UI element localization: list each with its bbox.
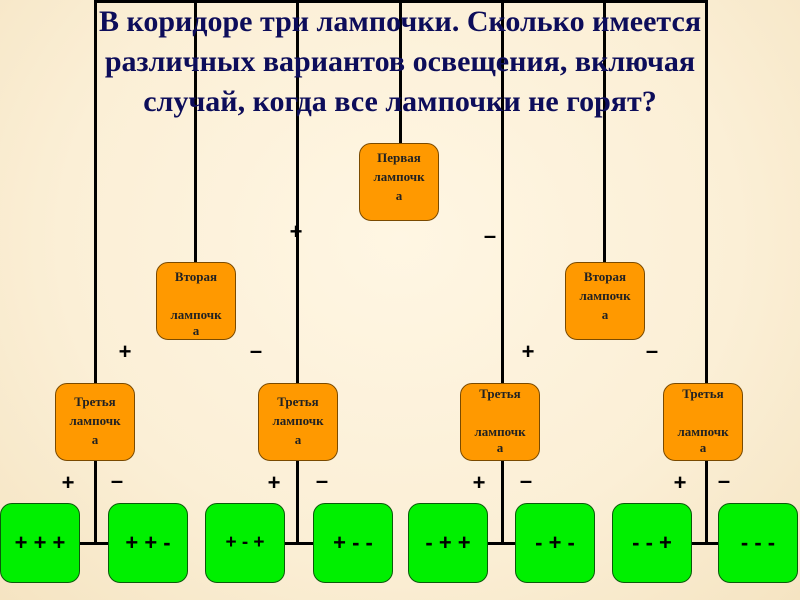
minus-sign: –: [519, 468, 533, 493]
node-label: Первая: [377, 150, 421, 165]
node-label: а: [91, 432, 99, 447]
node-first-bulb: Первая лампочк а: [359, 143, 439, 221]
leaf-connector: [283, 542, 315, 545]
node-label: а: [496, 440, 504, 455]
node-label: лампочк: [677, 424, 729, 439]
branch-line: [603, 0, 606, 264]
node-label: лампочк: [272, 413, 324, 428]
node-label: а: [601, 307, 609, 322]
plus-sign: +: [267, 470, 281, 495]
minus-sign: –: [315, 468, 329, 493]
outcome-box: + + +: [0, 503, 80, 583]
node-label: Вторая: [583, 269, 627, 284]
node-label: лампочк: [170, 307, 222, 322]
node-third-bulb-1: Третья лампочк а: [55, 383, 135, 461]
node-label: лампочк: [474, 424, 526, 439]
node-third-bulb-3: Третья лампочк а: [460, 383, 540, 461]
outcome-box: + - -: [313, 503, 393, 583]
plus-sign: +: [673, 470, 687, 495]
branch-line: [501, 0, 504, 545]
slide-title: В коридоре три лампочки. Сколько имеется…: [0, 2, 800, 122]
outcome-box: - + +: [408, 503, 488, 583]
minus-sign: –: [249, 338, 263, 363]
branch-line: [296, 0, 299, 545]
branch-line: [94, 0, 97, 545]
title-line-3: случай, когда все лампочки не горят?: [143, 85, 657, 118]
node-label: лампочк: [69, 413, 121, 428]
node-label: а: [192, 323, 200, 338]
branch-line: [194, 0, 197, 264]
node-label: лампочк: [373, 169, 425, 184]
leaf-connector: [486, 542, 518, 545]
outcome-box: - - +: [612, 503, 692, 583]
outcome-box: + - +: [205, 503, 285, 583]
node-label: Третья: [479, 386, 521, 401]
node-label: Третья: [682, 386, 724, 401]
node-second-bulb-right: Вторая лампочк а: [565, 262, 645, 340]
plus-sign: +: [289, 219, 303, 244]
branch-line: [705, 0, 708, 545]
plus-sign: +: [521, 339, 535, 364]
outcome-box: + + -: [108, 503, 188, 583]
node-third-bulb-2: Третья лампочк а: [258, 383, 338, 461]
minus-sign: –: [483, 223, 497, 248]
title-line-2: различных вариантов освещения, включая: [104, 45, 696, 78]
node-second-bulb-left: Вторая лампочк а: [156, 262, 236, 340]
leaf-connector: [78, 542, 110, 545]
title-line-1: В коридоре три лампочки. Сколько имеется: [98, 5, 702, 38]
outcome-box: - - -: [718, 503, 798, 583]
node-label: Вторая: [174, 269, 218, 284]
node-third-bulb-4: Третья лампочк а: [663, 383, 743, 461]
outcome-box: - + -: [515, 503, 595, 583]
plus-sign: +: [61, 470, 75, 495]
minus-sign: –: [717, 468, 731, 493]
node-label: Третья: [74, 394, 116, 409]
node-label: а: [699, 440, 707, 455]
leaf-connector: [690, 542, 720, 545]
plus-sign: +: [472, 470, 486, 495]
node-label: лампочк: [579, 288, 631, 303]
node-label: а: [294, 432, 302, 447]
node-label: а: [395, 188, 403, 203]
minus-sign: –: [110, 468, 124, 493]
branch-line: [399, 0, 402, 145]
node-label: Третья: [277, 394, 319, 409]
minus-sign: –: [645, 338, 659, 363]
plus-sign: +: [118, 339, 132, 364]
